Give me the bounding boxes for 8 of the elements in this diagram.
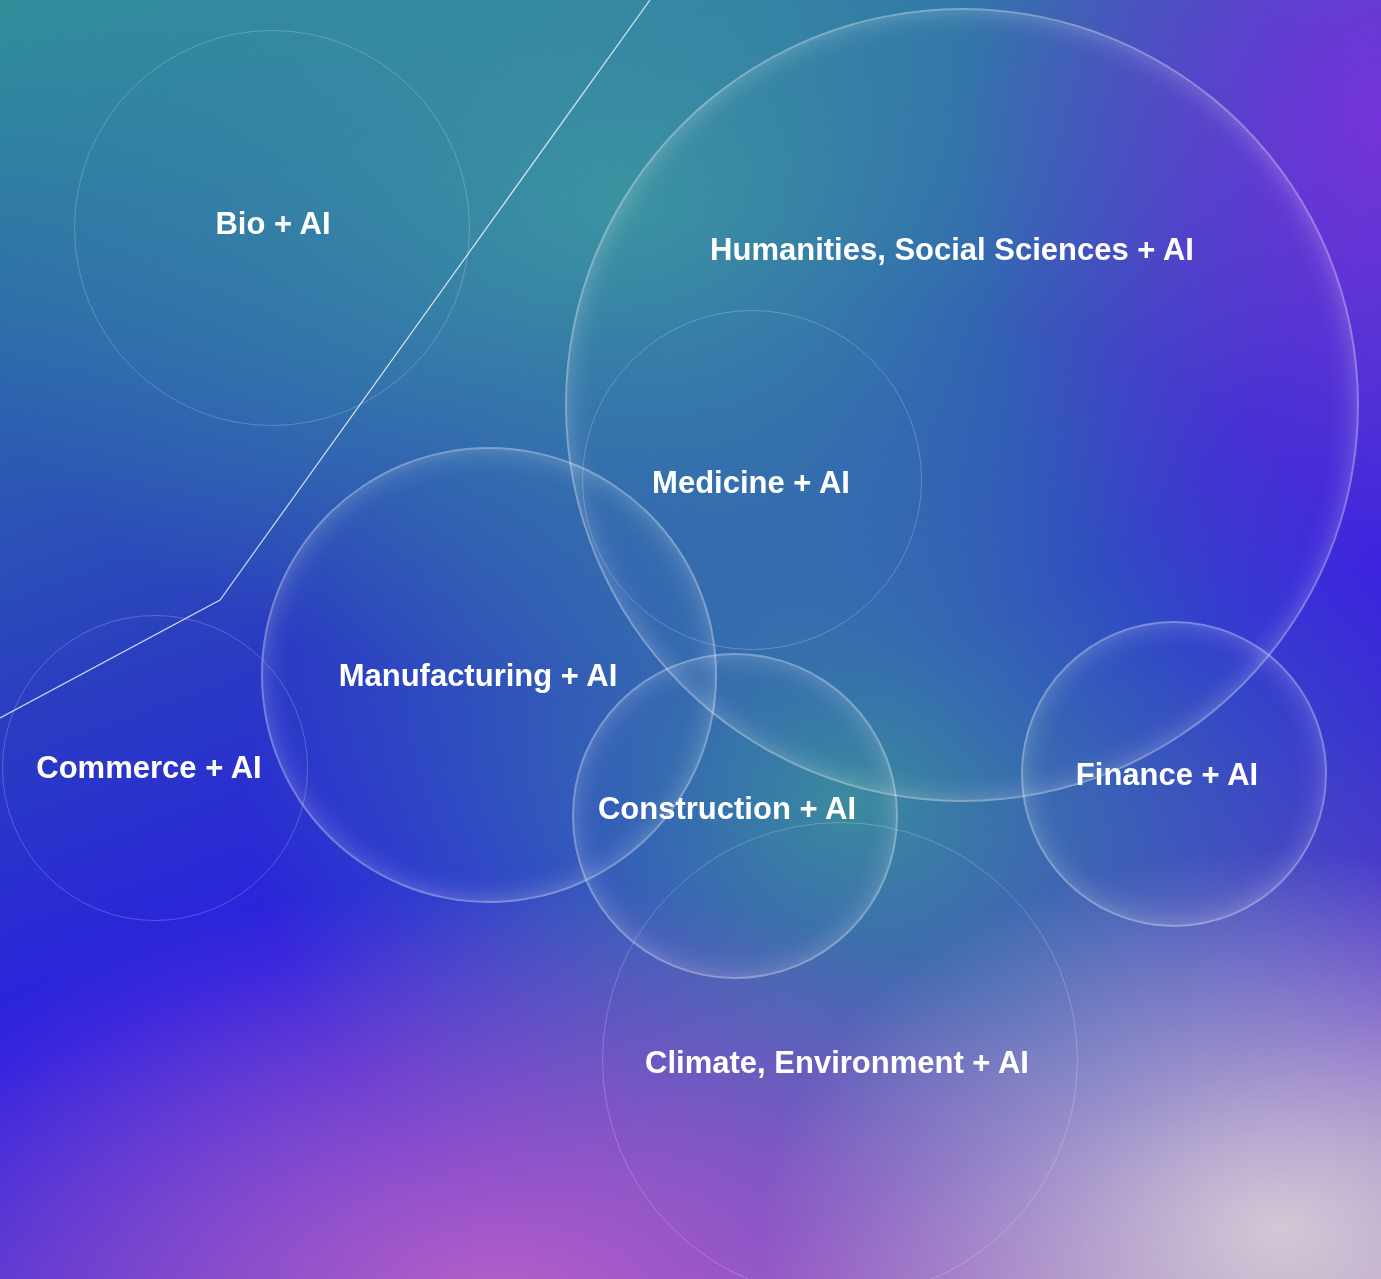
bubble-label: Manufacturing + AI (338, 658, 618, 694)
bubble-label: Climate, Environment + AI (645, 1045, 1029, 1081)
bubble-label: Humanities, Social Sciences + AI (710, 232, 1194, 268)
bubble-label: Finance + AI (1075, 757, 1259, 793)
bubble-label: Construction + AI (597, 791, 857, 827)
bubble-label: Commerce + AI (36, 750, 262, 786)
bubble-label: Bio + AI (215, 206, 331, 242)
bubble-label: Medicine + AI (652, 465, 850, 501)
